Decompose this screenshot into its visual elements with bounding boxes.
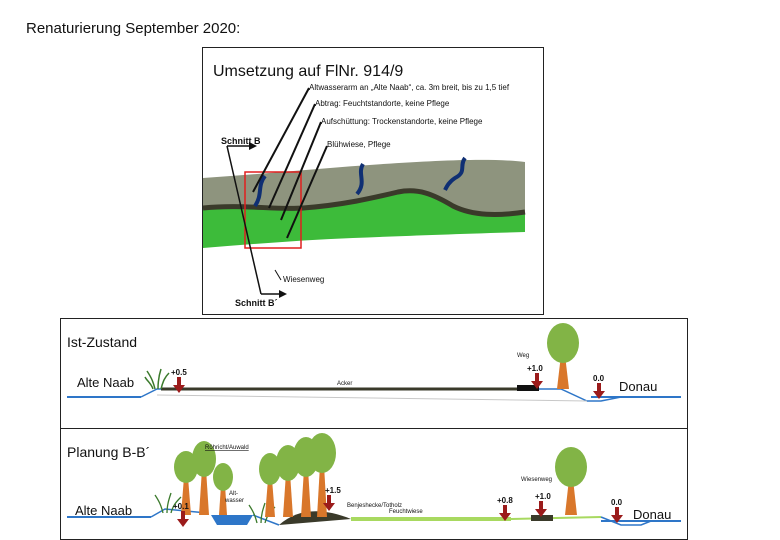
wet-meadow-label: Feuchtwiese [389, 509, 423, 515]
oxbow-channel [443, 156, 467, 191]
svg-text:0.0: 0.0 [593, 374, 605, 383]
tree [555, 447, 587, 515]
planning-title: Planung B-B´ [67, 444, 150, 460]
section-label-bottom: Schnitt B´ [235, 298, 278, 308]
svg-text:0.0: 0.0 [611, 498, 623, 507]
leader-line [280, 121, 322, 221]
annotation-meadow: Blühwiese, Pflege [327, 140, 391, 149]
road [517, 385, 539, 391]
annotation-oxbow: Altwasserarm an „Alte Naab“, ca. 3m brei… [309, 83, 510, 92]
section-arrowhead [279, 290, 287, 298]
oxbow-water [211, 515, 253, 525]
elevation-marker: +0.1 [173, 502, 189, 527]
current-state-title: Ist-Zustand [67, 334, 137, 350]
planning-diagram: Planung B-B´ +0.1 [67, 433, 681, 527]
svg-text:+0.5: +0.5 [171, 368, 187, 377]
path-label: Wiesenweg [521, 477, 552, 483]
section-label-top: Schnitt B [221, 136, 261, 146]
channel-profile [140, 388, 622, 402]
leader-line [268, 103, 316, 209]
implementation-diagram: Umsetzung auf FlNr. 914/9 Altwasserarm a… [203, 63, 526, 308]
oxbow-label-2: wasser [224, 498, 244, 504]
elevation-marker: +0.8 [497, 496, 513, 521]
oxbow-channel [355, 162, 365, 196]
leader-line [286, 145, 328, 239]
tree [259, 453, 281, 517]
annotation-excavation: Abtrag: Feuchtstandorte, keine Pflege [315, 99, 450, 108]
annotation-fill: Aufschüttung: Trockenstandorte, keine Pf… [321, 117, 483, 126]
svg-text:+0.1: +0.1 [173, 502, 189, 511]
page-title: Renaturierung September 2020: [26, 20, 241, 37]
current-state-panel: Ist-Zustand +0.5 +1.0 0.0 Alt [60, 318, 688, 430]
elevation-marker: +1.5 [323, 486, 341, 511]
field-base [156, 394, 588, 402]
path-leader [274, 269, 282, 281]
tree [213, 463, 233, 515]
oxbow-label-1: Alt- [229, 491, 238, 497]
river-right-label: Donau [633, 507, 671, 522]
path-block [531, 515, 553, 521]
meadow-line [510, 516, 602, 520]
leader-line [252, 87, 310, 193]
mound-label: Benjeshecke/Totholz [347, 503, 402, 509]
planning-panel: Planung B-B´ +0.1 [60, 428, 688, 540]
elevation-marker: +1.0 [527, 364, 543, 389]
implementation-title: Umsetzung auf FlNr. 914/9 [213, 63, 403, 80]
elevation-marker: +1.0 [535, 492, 551, 517]
river-left-label: Alte Naab [75, 503, 132, 518]
river-right-label: Donau [619, 379, 657, 394]
reed-label: Röhricht/Auwald [205, 445, 249, 451]
meadow-area [203, 190, 525, 248]
svg-text:+1.0: +1.0 [535, 492, 551, 501]
current-state-diagram: Ist-Zustand +0.5 +1.0 0.0 Alt [67, 323, 681, 402]
implementation-panel: Umsetzung auf FlNr. 914/9 Altwasserarm a… [202, 47, 544, 315]
section-line [226, 145, 262, 295]
oxbow-channel [253, 174, 267, 208]
svg-text:+1.5: +1.5 [325, 486, 341, 495]
soil-line [203, 188, 526, 217]
reeds [144, 368, 170, 390]
section-arrowhead [249, 142, 257, 150]
elevation-marker: 0.0 [593, 374, 605, 399]
deadwood-mound [279, 511, 351, 525]
svg-text:+1.0: +1.0 [527, 364, 543, 373]
svg-text:+0.8: +0.8 [497, 496, 513, 505]
tree [192, 441, 216, 515]
field-label: Acker [337, 381, 352, 387]
elevation-marker: 0.0 [611, 498, 623, 523]
river-left-label: Alte Naab [77, 375, 134, 390]
section-box [244, 171, 302, 249]
elevation-marker: +0.5 [171, 368, 187, 393]
path-label: Weg [517, 353, 529, 359]
tree-crown [547, 323, 579, 363]
path-label: Wiesenweg [283, 275, 324, 284]
tree-trunk [557, 355, 569, 389]
